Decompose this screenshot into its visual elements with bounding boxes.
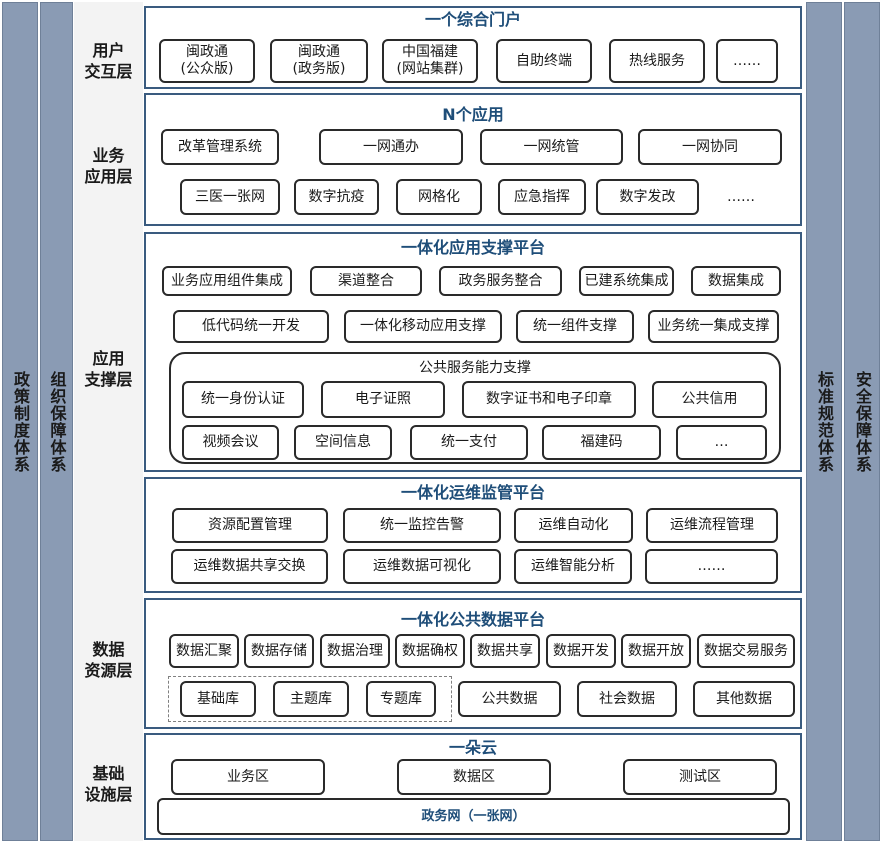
- app-item-box: 一网统管: [480, 129, 623, 165]
- ops-item-box: 运维数据共享交换: [171, 549, 328, 584]
- ops-item-box: 运维流程管理: [646, 508, 778, 543]
- layer-label-business: 业务 应用层: [84, 146, 133, 186]
- ops-item-box: 运维自动化: [514, 508, 633, 543]
- data-capability-box: 数据汇聚: [169, 634, 239, 668]
- support-item-box: 已建系统集成: [579, 266, 674, 296]
- ops-item-box: 运维数据可视化: [343, 549, 501, 584]
- data-library-box: 主题库: [273, 681, 349, 717]
- app-item-box: 一网协同: [638, 129, 782, 165]
- layer-label-support: 应用 支撑层: [84, 349, 133, 389]
- app-item-box: ……: [707, 179, 775, 215]
- pillar-organization-label: 组织保障体系: [47, 370, 67, 473]
- layer-label-column: [74, 2, 143, 841]
- data-capability-box: 数据治理: [320, 634, 390, 668]
- public-service-item-box: 公共信用: [652, 381, 767, 418]
- support-item-box: 政务服务整合: [439, 266, 562, 296]
- public-service-item-box: 统一支付: [410, 425, 528, 460]
- layer-label-infra: 基础 设施层: [84, 764, 133, 804]
- ops-item-box: 资源配置管理: [172, 508, 328, 543]
- support-item-box: 渠道整合: [310, 266, 422, 296]
- cloud-zone-box: 测试区: [623, 759, 777, 795]
- data-source-box: 其他数据: [693, 681, 795, 717]
- portal-panel: 一个综合门户 闽政通 (公众版) 闽政通 (政务版) 中国福建 (网站集群) 自…: [144, 6, 802, 89]
- apps-title: N个应用: [442, 105, 504, 124]
- portal-item-box: 热线服务: [609, 39, 705, 83]
- data-capability-box: 数据存储: [244, 634, 314, 668]
- portal-item-box: 闽政通 (政务版): [270, 39, 368, 83]
- portal-item-box: 闽政通 (公众版): [159, 39, 255, 83]
- app-item-box: 网格化: [396, 179, 482, 215]
- pillar-security-label: 安全保障体系: [853, 370, 872, 473]
- data-capability-box: 数据确权: [395, 634, 465, 668]
- data-library-box: 基础库: [180, 681, 256, 717]
- public-service-item-box: 统一身份认证: [182, 381, 304, 418]
- support-platform-title: 一体化应用支撑平台: [400, 238, 545, 257]
- public-service-item-box: 福建码: [542, 425, 661, 460]
- data-platform-panel: 一体化公共数据平台 数据汇聚 数据存储 数据治理 数据确权 数据共享 数据开发 …: [144, 598, 802, 729]
- layer-label-data: 数据 资源层: [84, 640, 133, 680]
- pillar-organization-system: 组织保障体系: [40, 2, 73, 841]
- data-capability-box: 数据交易服务: [697, 634, 795, 668]
- public-service-item-box: 视频会议: [182, 425, 279, 460]
- support-item-box: 数据集成: [691, 266, 781, 296]
- app-item-box: 一网通办: [319, 129, 463, 165]
- pillar-standards-label: 标准规范体系: [815, 370, 834, 473]
- public-service-item-box: 电子证照: [321, 381, 445, 418]
- public-service-item-box: 数字证书和电子印章: [462, 381, 636, 418]
- app-item-box: 数字抗疫: [294, 179, 379, 215]
- data-capability-box: 数据开放: [621, 634, 691, 668]
- cloud-panel: 一朵云 业务区 数据区 测试区 政务网（一张网）: [144, 733, 802, 840]
- portal-title: 一个综合门户: [424, 10, 521, 29]
- layer-label-user: 用户 交互层: [84, 41, 133, 81]
- support-item-box: 业务应用组件集成: [162, 266, 292, 296]
- public-service-item-box: …: [676, 425, 767, 460]
- app-item-box: 数字发改: [596, 179, 699, 215]
- portal-item-box: 中国福建 (网站集群): [382, 39, 478, 83]
- ops-platform-title: 一体化运维监管平台: [400, 483, 545, 502]
- pillar-standards-system: 标准规范体系: [806, 2, 842, 841]
- ops-item-box: ……: [645, 549, 778, 584]
- pillar-policy-label: 政策制度体系: [11, 370, 30, 473]
- government-network-box: 政务网（一张网）: [157, 798, 790, 835]
- data-library-box: 专题库: [366, 681, 436, 717]
- app-item-box: 三医一张网: [180, 179, 280, 215]
- data-source-box: 公共数据: [458, 681, 561, 717]
- cloud-zone-box: 数据区: [397, 759, 551, 795]
- app-item-box: 改革管理系统: [161, 129, 279, 165]
- portal-item-box: 自助终端: [496, 39, 592, 83]
- app-item-box: 应急指挥: [498, 179, 586, 215]
- support-item-box: 一体化移动应用支撑: [344, 310, 502, 343]
- ops-item-box: 统一监控告警: [343, 508, 501, 543]
- public-service-group: 公共服务能力支撑 统一身份认证 电子证照 数字证书和电子印章 公共信用 视频会议…: [169, 352, 781, 464]
- support-item-box: 业务统一集成支撑: [648, 310, 779, 343]
- support-item-box: 统一组件支撑: [516, 310, 634, 343]
- data-library-group: [168, 676, 452, 722]
- portal-item-box: ……: [716, 39, 778, 83]
- data-source-box: 社会数据: [577, 681, 677, 717]
- cloud-title: 一朵云: [448, 738, 497, 757]
- public-service-item-box: 空间信息: [294, 425, 392, 460]
- pillar-security-system: 安全保障体系: [844, 2, 880, 841]
- ops-item-box: 运维智能分析: [514, 549, 632, 584]
- support-item-box: 低代码统一开发: [173, 310, 329, 343]
- data-capability-box: 数据开发: [546, 634, 616, 668]
- public-service-title: 公共服务能力支撑: [419, 360, 531, 376]
- support-platform-panel: 一体化应用支撑平台 业务应用组件集成 渠道整合 政务服务整合 已建系统集成 数据…: [144, 232, 802, 472]
- data-platform-title: 一体化公共数据平台: [400, 610, 545, 629]
- cloud-zone-box: 业务区: [171, 759, 325, 795]
- apps-panel: N个应用 改革管理系统 一网通办 一网统管 一网协同 三医一张网 数字抗疫 网格…: [144, 93, 802, 226]
- ops-platform-panel: 一体化运维监管平台 资源配置管理 统一监控告警 运维自动化 运维流程管理 运维数…: [144, 477, 802, 593]
- pillar-policy-system: 政策制度体系: [2, 2, 38, 841]
- data-capability-box: 数据共享: [470, 634, 540, 668]
